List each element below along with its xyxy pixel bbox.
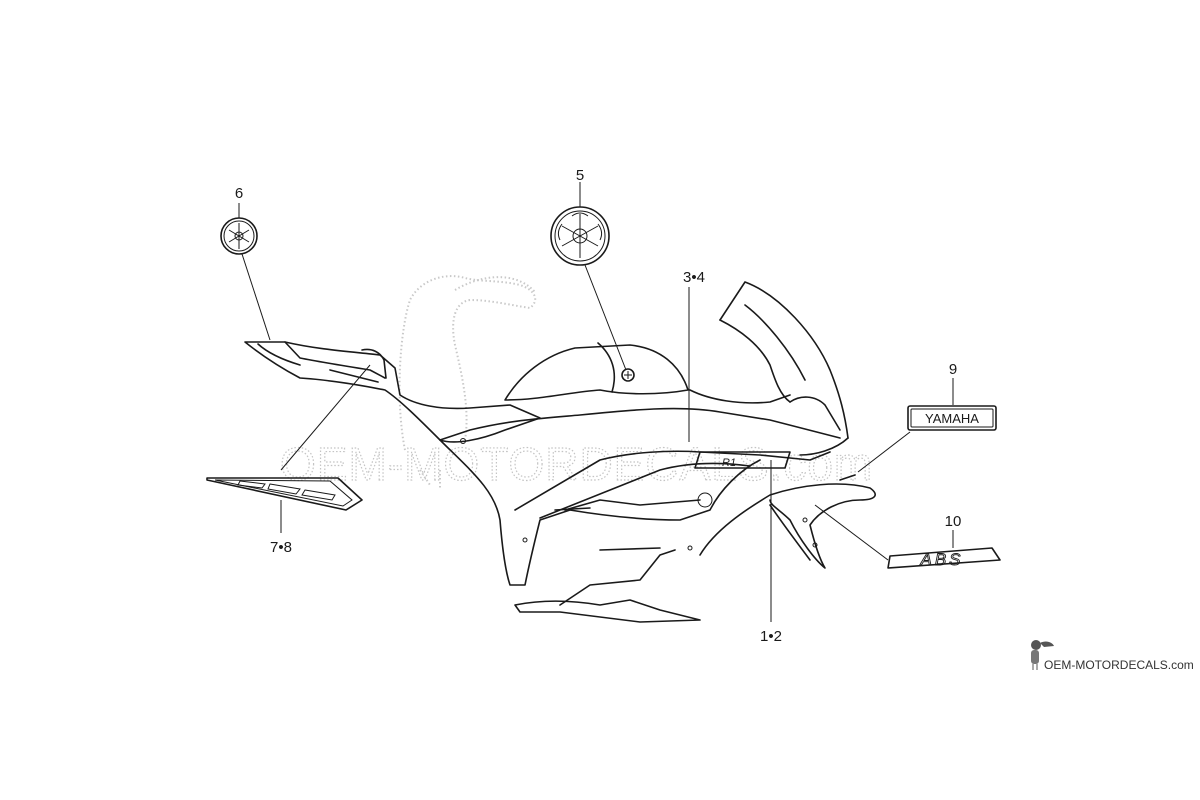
callout-1-2: 1•2	[760, 628, 782, 645]
yamaha-badge-text: YAMAHA	[925, 411, 979, 426]
r1-decal-mark: R1	[722, 457, 736, 469]
yamaha-badge: YAMAHA	[907, 405, 997, 431]
pelican-icon	[1031, 640, 1054, 670]
callout-6: 6	[235, 185, 243, 202]
brand-text: OEM-MOTORDECALS.com	[1044, 658, 1194, 672]
emblem-small	[220, 217, 258, 255]
callout-3-4: 3•4	[683, 269, 705, 286]
callout-labels: 6 5 3•4 7•8 9 10 1•2	[235, 167, 962, 645]
watermark-pelican	[398, 275, 537, 488]
callout-5: 5	[576, 167, 584, 184]
motorcycle-fairing: R1	[244, 281, 876, 623]
watermark-text: OEM-MOTORDECALS.com	[280, 438, 873, 490]
callout-9: 9	[949, 361, 957, 378]
brand-logo: OEM-MOTORDECALS.com	[1031, 640, 1194, 672]
stripe-decal	[206, 477, 363, 511]
leader-lines	[238, 182, 954, 622]
abs-decal: ABS	[887, 547, 1001, 569]
abs-decal-text: ABS	[919, 550, 963, 569]
callout-7-8: 7•8	[270, 539, 292, 556]
emblem-large	[550, 206, 610, 266]
callout-10: 10	[945, 513, 962, 530]
